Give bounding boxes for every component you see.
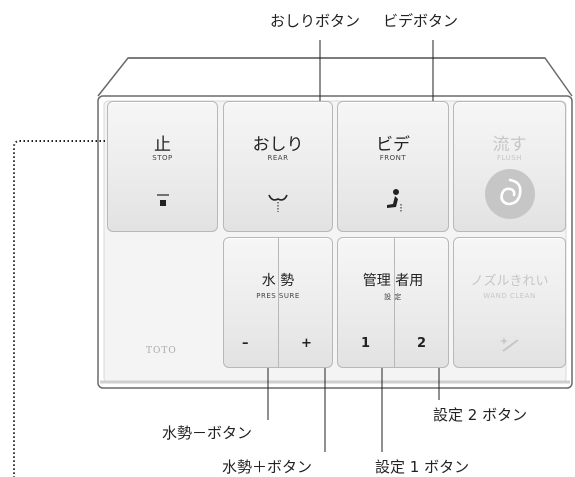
- pressure-divider: [278, 238, 279, 367]
- pressure-label: 水 勢: [261, 273, 295, 289]
- front-bidet-button[interactable]: ビデ FRONT: [337, 101, 449, 232]
- stop-sublabel: STOP: [152, 154, 173, 162]
- settings-divider: [394, 238, 395, 367]
- pressure-sublabel: PRES SURE: [256, 292, 300, 300]
- housing-top-bevel: [97, 57, 573, 97]
- pressure-plus-button[interactable]: +: [279, 238, 333, 367]
- pressure-minus-button[interactable]: –: [224, 238, 278, 367]
- setting1-button[interactable]: 1: [338, 238, 394, 367]
- pressure-plus-key: +: [301, 336, 312, 351]
- rear-wash-icon: [268, 194, 288, 212]
- callout-front-button: ビデボタン: [383, 12, 459, 30]
- wand-clean-sublabel: WAND CLEAN: [483, 292, 536, 300]
- callout-setting1: 設定 1 ボタン: [375, 458, 470, 476]
- pressure-button-group: 水 勢 PRES SURE – +: [223, 237, 333, 368]
- wand-sparkle-icon: [500, 337, 519, 352]
- bidet-icon: [387, 189, 402, 213]
- swirl-flush-icon: [485, 169, 535, 219]
- front-label: ビデ: [376, 135, 410, 155]
- flush-label: 流す: [492, 135, 527, 155]
- flush-sublabel: FLUSH: [497, 154, 522, 162]
- callout-pressure-plus: 水勢＋ボタン: [222, 458, 313, 476]
- stop-square-icon: [157, 194, 169, 206]
- rear-sublabel: REAR: [267, 154, 289, 162]
- flush-button[interactable]: 流す FLUSH: [453, 101, 566, 232]
- setting2-key: 2: [417, 336, 427, 351]
- callout-rear-button: おしりボタン: [270, 12, 361, 30]
- stop-label: 止: [154, 135, 171, 155]
- stop-callout-line: [13, 140, 121, 477]
- callout-setting2: 設定 2 ボタン: [433, 406, 528, 424]
- toto-brand-logo: TOTO: [146, 346, 177, 356]
- wand-clean-label: ノズルきれい: [470, 274, 549, 289]
- rear-wash-button[interactable]: おしり REAR: [223, 101, 333, 232]
- setting2-button[interactable]: 2: [395, 238, 450, 367]
- settings-label: 管理 者用: [362, 273, 424, 289]
- settings-sublabel: 設 定: [384, 293, 402, 301]
- front-sublabel: FRONT: [379, 154, 407, 162]
- callout-pressure-minus: 水勢－ボタン: [162, 424, 253, 442]
- stop-button[interactable]: 止 STOP: [107, 101, 218, 232]
- pressure-minus-key: –: [242, 336, 249, 351]
- rear-label: おしり: [252, 135, 304, 155]
- wand-clean-button[interactable]: ノズルきれい WAND CLEAN: [453, 237, 566, 368]
- setting1-key: 1: [361, 336, 371, 351]
- settings-button-group: 管理 者用 設 定 1 2: [337, 237, 449, 368]
